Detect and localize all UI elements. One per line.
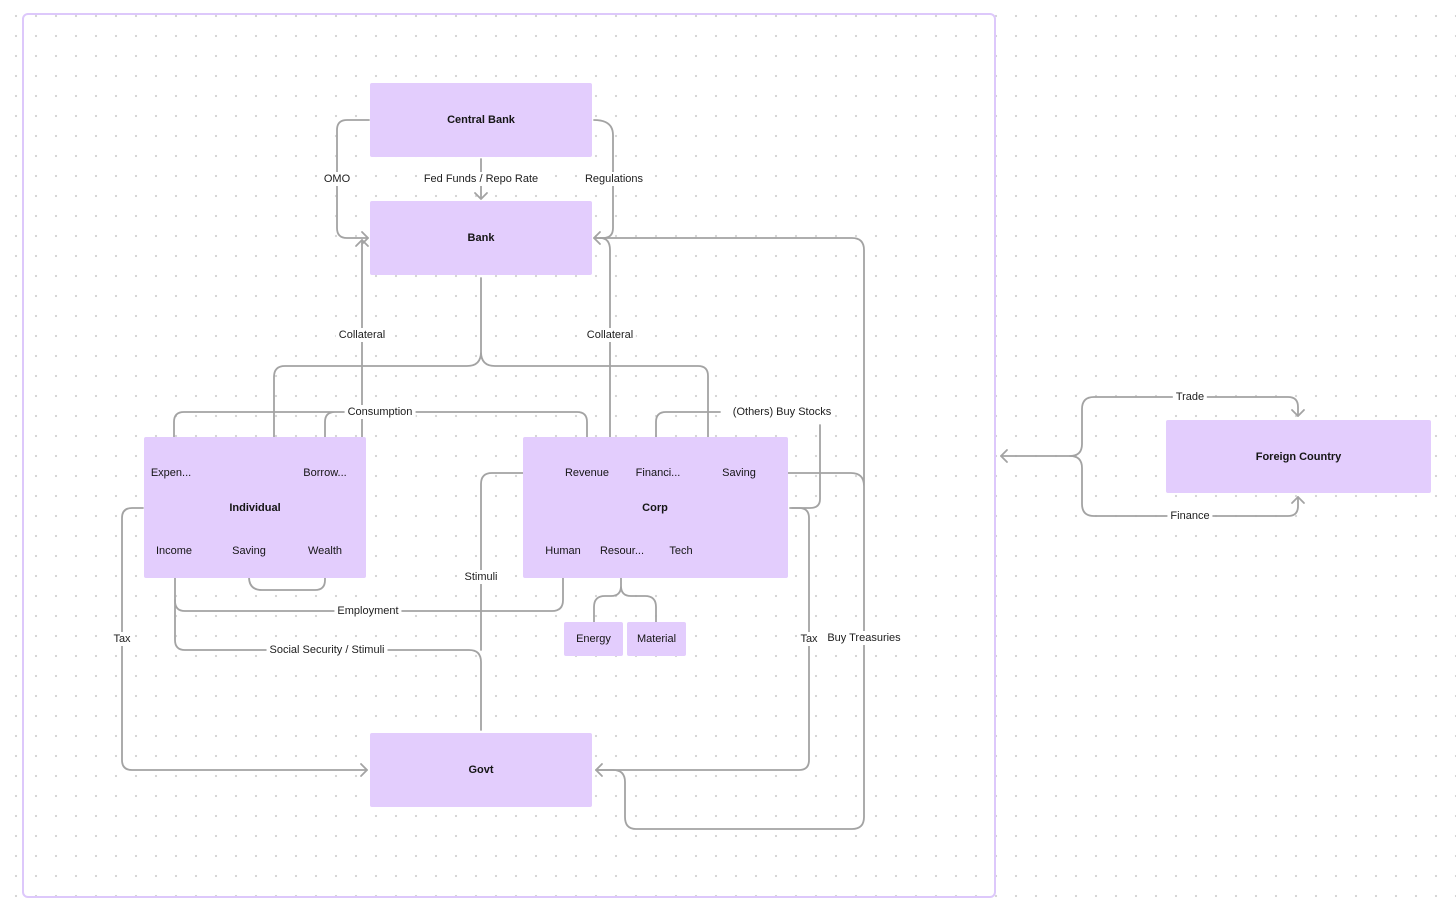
corp-group[interactable]	[523, 437, 788, 578]
label-regulations: Regulations	[581, 172, 647, 186]
label-tax-right: Tax	[797, 632, 821, 646]
central-bank-node[interactable]: Central Bank	[370, 83, 592, 157]
edge-social-security	[174, 599, 482, 731]
label-tax-left: Tax	[110, 632, 134, 646]
revenue-node[interactable]: Revenue	[564, 467, 610, 479]
govt-label: Govt	[468, 764, 494, 776]
economy-frame[interactable]	[22, 13, 996, 898]
human-node[interactable]: Human	[545, 545, 581, 557]
material-label: Material	[636, 633, 677, 645]
income-node[interactable]: Income	[155, 545, 193, 557]
label-collateral-right: Collateral	[583, 328, 637, 342]
arrow-foreign-finance	[1291, 496, 1305, 504]
tech-node[interactable]: Tech	[669, 545, 693, 557]
label-omo: OMO	[320, 172, 354, 186]
edge-buy-treasuries	[595, 237, 865, 830]
label-trade: Trade	[1172, 390, 1208, 404]
arrow-collateral-left	[355, 239, 369, 247]
label-consumption: Consumption	[344, 405, 416, 419]
label-fed-funds: Fed Funds / Repo Rate	[420, 172, 542, 186]
label-stimuli: Stimuli	[461, 570, 501, 584]
label-finance: Finance	[1167, 509, 1213, 523]
label-social-security: Social Security / Stimuli	[266, 643, 388, 657]
label-collateral-left: Collateral	[335, 328, 389, 342]
individual-title: Individual	[229, 502, 281, 514]
bank-label: Bank	[467, 232, 495, 244]
label-employment: Employment	[334, 604, 402, 618]
govt-node[interactable]: Govt	[370, 733, 592, 807]
energy-label: Energy	[576, 633, 611, 645]
edge-trade	[1000, 396, 1299, 457]
edge-energy-material	[593, 571, 657, 623]
arrow-foreign-trade	[1291, 409, 1305, 417]
label-buy-treasuries: Buy Treasuries	[824, 631, 904, 645]
energy-node[interactable]: Energy	[564, 622, 623, 656]
edge-others-buy-stocks	[655, 411, 821, 509]
foreign-country-label: Foreign Country	[1255, 450, 1342, 463]
arrow-foreign-economy	[1000, 449, 1008, 463]
arrow-govt-left	[360, 763, 368, 777]
edge-stimuli	[480, 472, 554, 651]
arrow-bank-right	[593, 231, 601, 245]
corp-title: Corp	[642, 502, 668, 514]
individual-group[interactable]	[144, 437, 366, 578]
edge-saving-wealth-lower	[248, 564, 326, 591]
individual-saving-node[interactable]: Saving	[232, 545, 266, 557]
bank-node[interactable]: Bank	[370, 201, 592, 275]
arrow-govt-right	[595, 763, 603, 777]
label-others-buy-stocks: (Others) Buy Stocks	[729, 405, 835, 419]
central-bank-label: Central Bank	[447, 114, 515, 126]
expense-node[interactable]: Expen...	[150, 467, 192, 479]
foreign-country-node[interactable]: Foreign Country	[1166, 420, 1431, 493]
material-node[interactable]: Material	[627, 622, 686, 656]
arrow-bank-fed	[474, 192, 488, 200]
corp-saving-node[interactable]: Saving	[722, 467, 756, 479]
borrow-node[interactable]: Borrow...	[303, 467, 347, 479]
financing-node[interactable]: Financi...	[635, 467, 681, 479]
wealth-node[interactable]: Wealth	[307, 545, 343, 557]
resources-node[interactable]: Resour...	[599, 545, 645, 557]
edge-finance	[1069, 455, 1299, 517]
